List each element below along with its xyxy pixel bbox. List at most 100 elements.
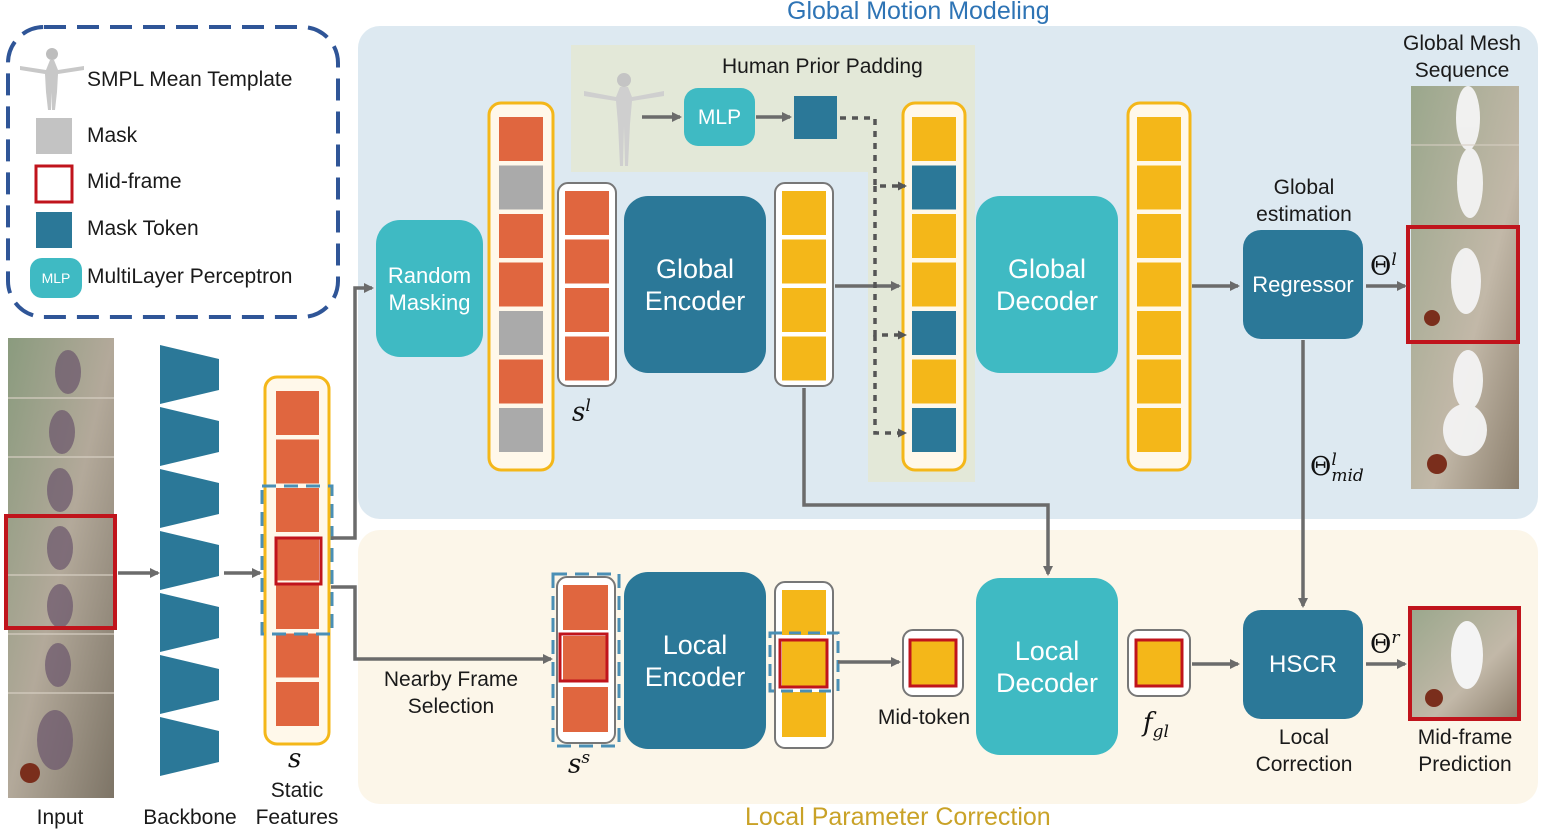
global-mesh-sequence-images [1406,86,1520,489]
legend-item-label: SMPL Mean Template [87,68,293,91]
padded-sequence-token [912,408,956,452]
static-feature-token [276,488,319,532]
fgl-symbol: fgl [1143,708,1169,743]
static-feature-token [276,682,319,726]
arrow-encoder-localdecoder [802,388,1053,576]
legend-item-label: Mask [87,124,138,147]
global-decoder-block: Global Decoder [976,196,1118,373]
backbone-layer [160,655,219,714]
global-decoder-output-token [1137,311,1181,355]
ss-symbol: ss [568,748,591,780]
backbone-layer [160,531,219,590]
static-features-symbol: s [288,744,302,774]
sl-token [565,239,609,284]
legend-mlp-badge [30,258,82,298]
sl-token [565,191,609,235]
input-frames [4,338,117,798]
padded-sequence-token [912,311,956,355]
masked-sequence-token [499,165,543,210]
static-feature-token [276,439,319,484]
nearby-frame-selection-label: Nearby Frame Selection [383,668,519,718]
mlp-block-label: MLP [697,106,742,129]
global-encoder-block: Global Encoder [624,196,766,373]
legend-item-label: MultiLayer Perceptron [87,265,293,288]
global-encoder-output-token [782,191,826,235]
legend-masktoken-square [36,212,72,248]
masked-sequence-token [499,214,543,258]
static-feature-token [276,536,319,581]
hscr-block: HSCR [1243,610,1363,719]
masked-sequence-token [499,117,543,161]
input-label: Input [36,806,84,829]
global-encoder-output-token [782,336,826,381]
backbone-label: Backbone [143,806,237,829]
local-encoder-output-token [782,590,826,635]
ss-token [563,636,608,681]
static-feature-token [276,585,319,629]
fgl-token [1134,638,1184,688]
global-decoder-output-token [1137,262,1181,307]
mid-frame-prediction-image [1408,606,1521,721]
legend-box [6,25,340,319]
local-decoder-block: Local Decoder [976,578,1118,755]
regressor-block: Regressor [1243,230,1363,339]
ss-token [563,585,608,630]
arrow-features-nearby [331,585,553,664]
ss-token [563,687,608,732]
padded-sequence-token [912,214,956,258]
static-selection-dashed [260,484,334,636]
legend-mlp-badge-label: MLP [41,270,71,286]
backbone-stack [160,345,219,776]
random-masking-block: Random Masking [376,220,483,357]
global-estimation-label: Global estimation [1256,176,1352,226]
sl-symbol: sl [572,396,591,428]
local-encoder-output-token [782,692,826,737]
arrow-features-masking [331,283,374,540]
masked-sequence-token [499,311,543,355]
mid-frame-prediction-label: Mid-frame Prediction [1417,726,1513,776]
padded-sequence-token [912,117,956,161]
human-prior-template-icon [584,73,664,166]
legend-item-label: Mid-frame [87,170,182,193]
local-correction-label: Local Correction [1255,726,1353,776]
local-section-title: Local Parameter Correction [745,803,1051,831]
local-encoder-block: Local Encoder [624,572,766,749]
local-encoder-midframe-outline [778,638,829,689]
local-encoder-output-token [782,641,826,686]
backbone-layer [160,469,219,528]
backbone-layer [160,345,219,404]
input-midframe-highlight [4,514,117,630]
mid-token-label: Mid-token [877,706,971,729]
dotted-prior-1 [840,116,907,191]
theta-r-symbol: Θr [1370,628,1400,660]
legend-mask-square [36,118,72,154]
backbone-layer [160,407,219,466]
theta-l-symbol: Θl [1370,250,1397,282]
global-decoder-output-token [1137,165,1181,210]
global-encoder-output-token [782,239,826,284]
global-section-title: Global Motion Modeling [787,0,1050,25]
sl-token [565,336,609,381]
static-feature-token [276,391,319,435]
mid-token [908,638,958,688]
global-decoder-output-token [1137,408,1181,452]
legend-midframe-square [34,164,74,204]
global-decoder-output-token [1137,117,1181,161]
global-encoder-output-token [782,288,826,332]
static-features-label: Static Features [255,779,339,829]
masked-sequence-token [499,359,543,404]
backbone-layer [160,593,219,652]
human-prior-padding-label: Human Prior Padding [722,55,923,78]
dotted-prior-3 [873,335,907,438]
masked-sequence-token [499,408,543,452]
ss-dashed [551,572,621,748]
padded-sequence-token [912,262,956,307]
global-decoder-output-token [1137,214,1181,258]
global-decoder-output-token [1137,359,1181,404]
padded-sequence-token [912,359,956,404]
sl-token [565,288,609,332]
legend-item-label: Mask Token [87,217,199,240]
prior-mask-token [794,96,837,139]
